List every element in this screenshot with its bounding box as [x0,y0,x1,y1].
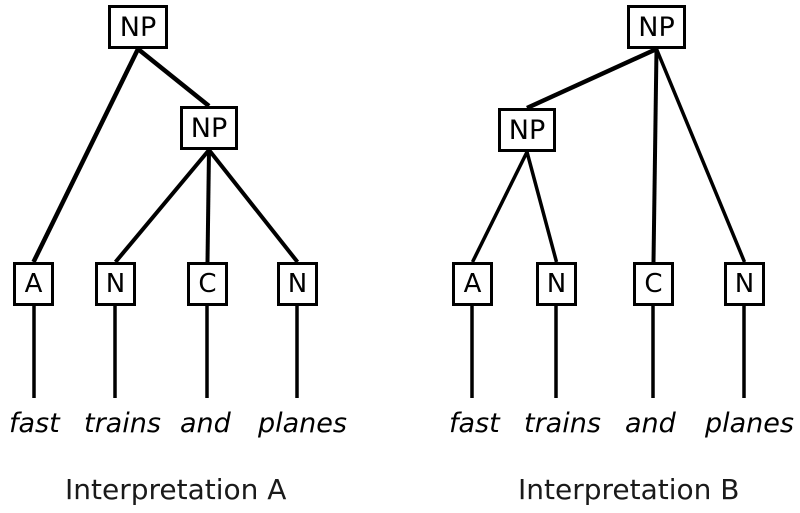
tree-edge [526,46,658,111]
tree-edge [136,47,211,108]
tree-word-trains: trains [84,408,161,439]
tree-node-a-a-pos-1: A [13,262,54,306]
tree-node-label: NP [508,114,546,146]
tree-node-c-b-pos-3: C [633,262,674,306]
tree-edge [31,48,141,263]
tree-node-np-a-np2: NP [180,106,238,150]
tree-word-fast: fast [9,408,60,439]
tree-node-label: N [546,269,567,299]
tree-word-planes: planes [705,408,794,439]
tree-word-and: and [625,408,676,439]
tree-node-a-b-pos-1: A [452,262,493,306]
tree-node-n-b-pos-2: N [536,262,577,306]
tree-node-n-b-pos-4: N [724,262,765,306]
tree-word-trains: trains [524,408,601,439]
tree-node-label: N [734,269,755,299]
tree-caption-tree-b: Interpretation B [518,473,740,506]
tree-edge [654,48,747,263]
tree-node-label: A [24,269,43,299]
tree-word-planes: planes [258,408,347,439]
tree-node-np-a-root: NP [108,5,168,49]
tree-node-label: C [644,269,663,299]
tree-node-n-a-pos-2: N [95,262,136,306]
tree-edge [651,48,659,263]
tree-node-label: A [463,269,482,299]
tree-node-label: NP [190,112,228,144]
tree-node-label: NP [119,11,157,43]
tree-node-np-b-root: NP [627,5,686,49]
tree-word-and: and [180,408,231,439]
tree-edge [525,151,559,263]
tree-edge [207,148,300,264]
tree-node-n-a-pos-4: N [277,262,318,306]
tree-edge [205,149,211,263]
tree-node-label: N [287,269,308,299]
tree-node-np-b-np2: NP [498,108,556,152]
tree-word-fast: fast [449,408,500,439]
tree-node-label: C [198,269,217,299]
tree-node-label: N [105,269,126,299]
tree-caption-tree-a: Interpretation A [65,473,287,506]
tree-edge [470,151,529,263]
tree-node-c-a-pos-3: C [187,262,228,306]
tree-edge [113,148,211,264]
tree-node-label: NP [638,11,675,43]
